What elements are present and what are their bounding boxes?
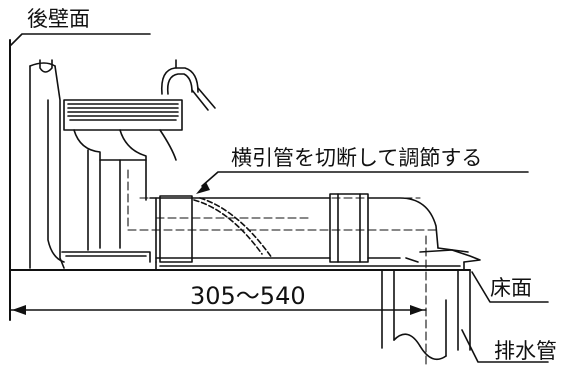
label-horizontal-pipe: 横引管を切断して調節する (231, 146, 483, 170)
pipe-label-leader (196, 171, 529, 194)
drain-pipe (381, 269, 447, 361)
label-floor: 床面 (490, 276, 532, 300)
floor-leader (471, 271, 549, 303)
label-drain-pipe: 排水管 (494, 339, 557, 363)
floor-flange (155, 247, 481, 271)
drain-leader (461, 329, 549, 363)
rear-wall-leader (10, 33, 151, 46)
toilet-body (29, 59, 216, 269)
label-rear-wall: 後壁面 (27, 7, 90, 31)
label-dimension: 305〜540 (190, 282, 306, 310)
dimension-line (9, 305, 427, 315)
horizontal-pipe (149, 193, 439, 263)
